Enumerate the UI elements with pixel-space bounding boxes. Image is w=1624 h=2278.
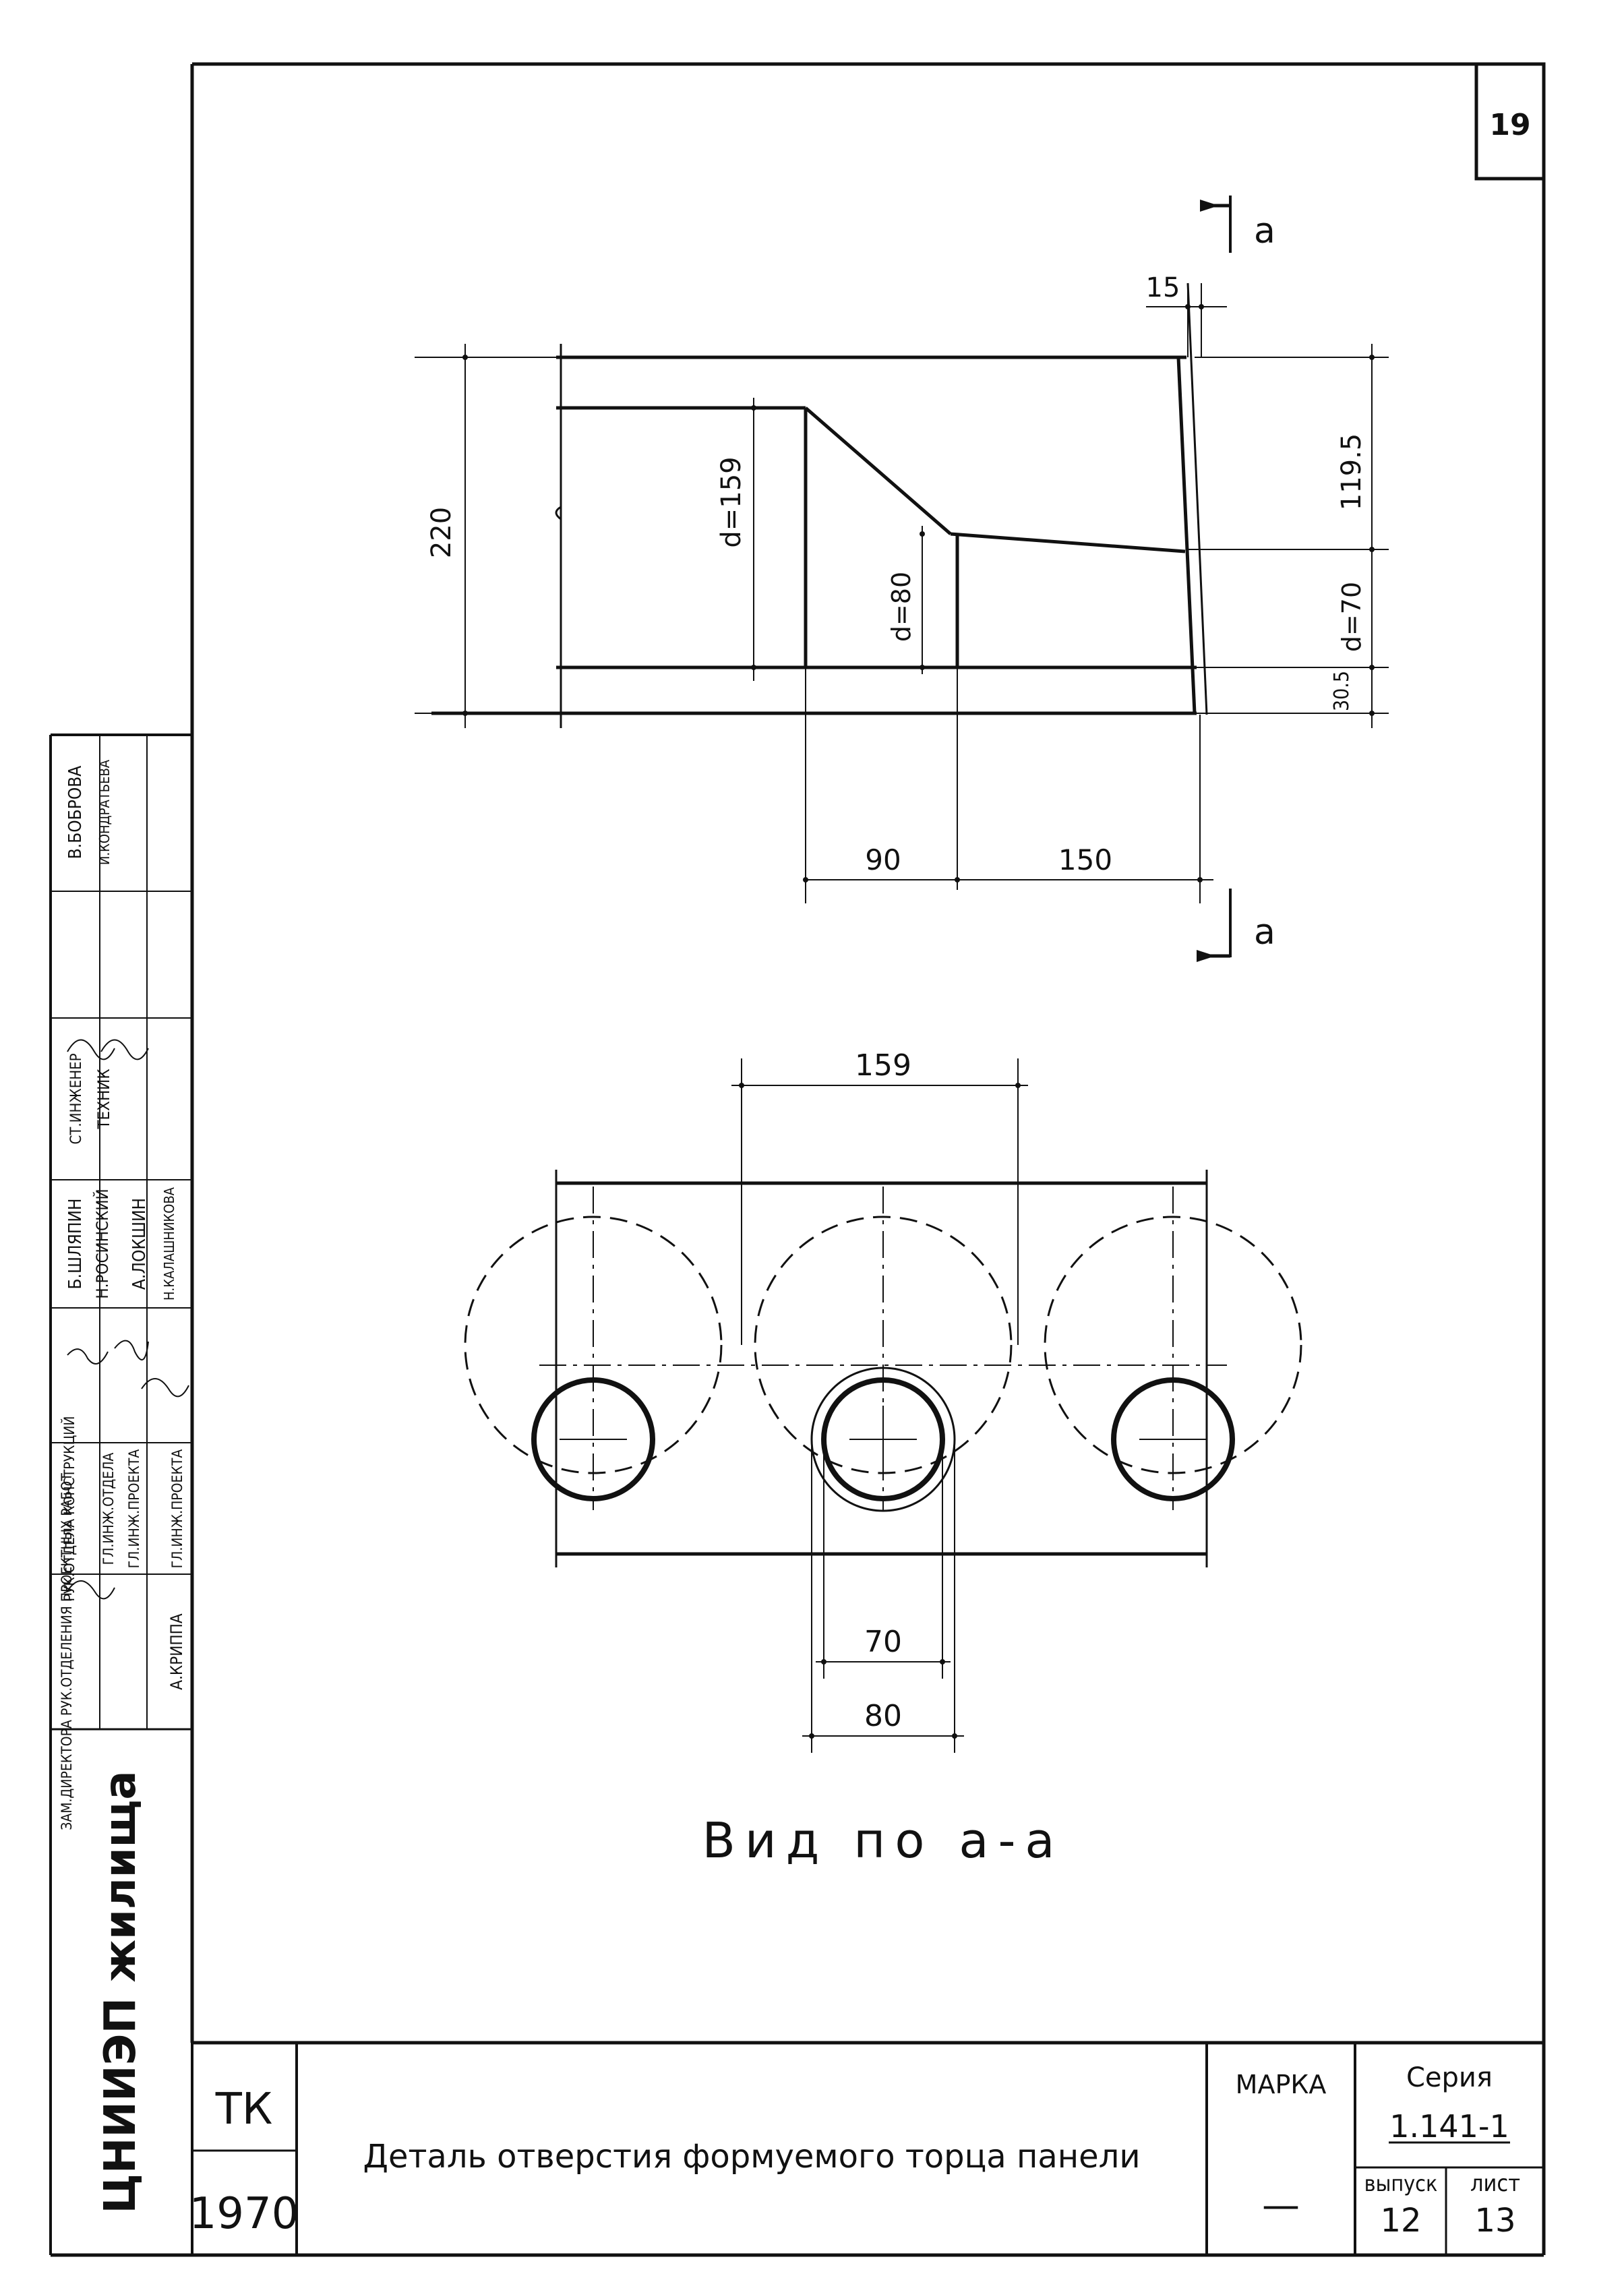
title-block-year: 1970 (189, 2189, 299, 2239)
dim-d80-label: d=80 (886, 572, 916, 642)
issue-label: выпуск (1364, 2171, 1438, 2196)
marka-value: — (1262, 2184, 1300, 2227)
sig-role-2: ГЛ.ИНЖ.ОТДЕЛА (100, 1453, 117, 1565)
sig-person-9: В.БОБРОВА (65, 766, 86, 860)
sig-person-5: Б.ШЛЯПИН (65, 1198, 86, 1289)
title-block: ТК 1970 Деталь отверстия формуемого торц… (189, 2041, 1544, 2255)
sig-person-6: Н.РОСИНСКИЙ (92, 1189, 112, 1298)
dim-70-label: 70 (864, 1625, 902, 1659)
section-marker-bottom: a (1197, 889, 1275, 962)
series-label: Серия (1406, 2062, 1493, 2093)
section-marker-bottom-label: a (1254, 912, 1275, 953)
organization-logo: ЦНИИЭП жилища (96, 1770, 146, 2213)
dim-90-label: 90 (865, 843, 901, 876)
sig-person-10: И.КОНДРАТЬЕВА (96, 759, 113, 865)
dim-220-label: 220 (426, 507, 457, 558)
sig-role-4: ГЛ.ИНЖ.ПРОЕКТА (169, 1449, 185, 1569)
dim-1195-label: 119.5 (1336, 433, 1367, 511)
dim-15-label: 15 (1146, 272, 1180, 303)
issue-value: 12 (1380, 2202, 1421, 2240)
sheet-value: 13 (1474, 2202, 1515, 2240)
series-value: 1.141-1 (1389, 2108, 1509, 2145)
marka-label: МАРКА (1236, 2070, 1327, 2099)
sheet-number: 19 (1489, 108, 1530, 142)
dim-80-label: 80 (864, 1699, 902, 1733)
sig-person-8: Н.КАЛАШНИКОВА (161, 1187, 177, 1300)
sheet-label: лист (1470, 2170, 1520, 2197)
drawing-title: Деталь отверстия формуемого торца панели (363, 2138, 1140, 2176)
dim-159-label: 159 (855, 1048, 911, 1083)
sheet-frame (49, 62, 1546, 2257)
sig-role-9: СТ.ИНЖЕНЕР (68, 1053, 85, 1144)
dim-d159-label: d=159 (716, 456, 747, 547)
section-marker-top-label: a (1254, 211, 1275, 251)
sig-role-0: ЗАМ.ДИРЕКТОРА РУК.ОТДЕЛЕНИЯ ПРОЕКТНЫХ РА… (59, 1473, 75, 1830)
view-caption: Вид по а-а (702, 1812, 1064, 1869)
view-a-a: 159 70 80 Вид по а-а (464, 1048, 1302, 1869)
dim-305-label: 30.5 (1330, 671, 1354, 711)
sig-role-10: ТЕХНИК (94, 1069, 113, 1129)
section-view: 220 d=159 d=80 119.5 d=70 30.5 15 (415, 272, 1389, 903)
sig-person-7: А.ЛОКШИН (129, 1198, 150, 1290)
title-block-code: ТК (215, 2085, 273, 2134)
sig-role-1: РУК.ОТДЕЛА КОНСТРУКЦИЙ (61, 1416, 78, 1601)
dim-150-label: 150 (1058, 843, 1112, 876)
signature-stamp: ЗАМ.ДИРЕКТОРА РУК.ОТДЕЛЕНИЯ ПРОЕКТНЫХ РА… (51, 735, 192, 1830)
sheet-number-box: 19 (1474, 62, 1546, 181)
sig-role-3: ГЛ.ИНЖ.ПРОЕКТА (126, 1449, 142, 1569)
section-marker-top: a (1200, 196, 1275, 253)
dim-d70-label: d=70 (1337, 582, 1366, 652)
organization-name: ЦНИИЭП жилища (96, 1770, 146, 2213)
sig-person-0: А.КРИППА (167, 1613, 186, 1690)
